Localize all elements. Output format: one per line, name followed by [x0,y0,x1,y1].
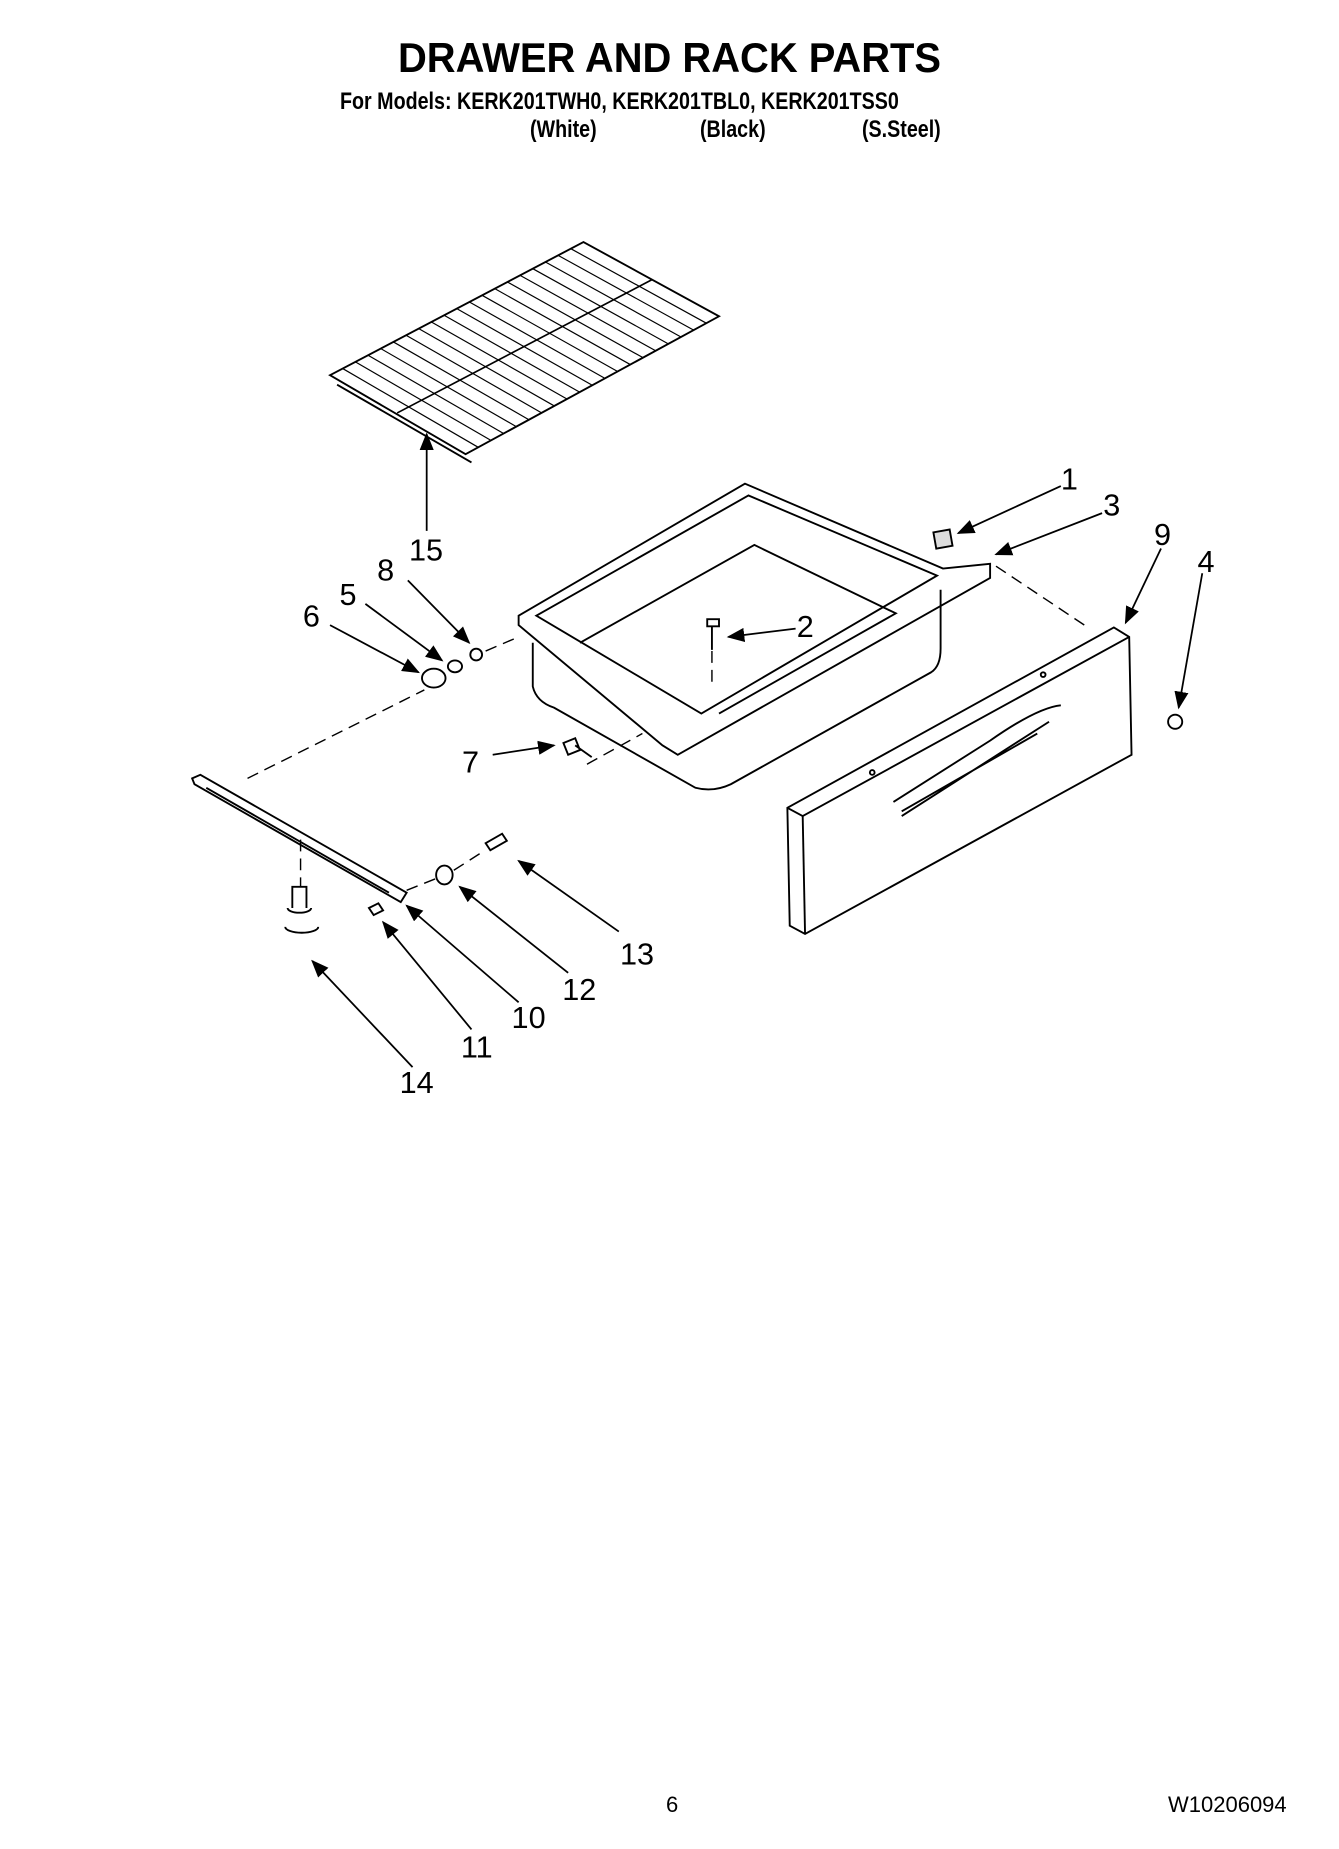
callout-5: 5 [339,578,356,612]
rack-wire [380,348,517,428]
color-steel: (S.Steel) [862,116,941,143]
callout-13: 13 [620,938,654,972]
callout-10: 10 [512,1001,546,1035]
callout-11: 11 [461,1031,493,1065]
callout-14: 14 [400,1066,434,1100]
callout-9: 9 [1154,518,1171,552]
rack-wire [355,361,492,441]
callout-2: 2 [797,610,814,644]
color-black: (Black) [700,116,766,143]
callout-7: 7 [462,745,479,779]
rack-wire [367,354,504,435]
callout-1: 1 [1061,463,1078,497]
callout-4: 4 [1198,545,1215,579]
models-line: For Models: KERK201TWH0, KERK201TBL0, KE… [340,88,899,115]
rack-wire [393,341,530,421]
page-title: DRAWER AND RACK PARTS [397,34,942,81]
page-number: 6 [666,1792,679,1817]
color-white: (White) [530,116,597,143]
callout-6: 6 [303,599,320,633]
oven-rack [328,240,721,464]
callout-3: 3 [1103,488,1120,522]
drawer-rail [190,773,408,904]
document-number: W10206094 [1168,1792,1287,1817]
callout-12: 12 [562,973,596,1007]
callout-15: 15 [409,533,443,567]
rack-wire [342,368,479,448]
drawer-body [517,482,992,791]
rack-wire [405,334,542,414]
callout-8: 8 [377,553,394,587]
drawer-front-panel [786,626,1133,936]
rack-wire [418,328,555,407]
